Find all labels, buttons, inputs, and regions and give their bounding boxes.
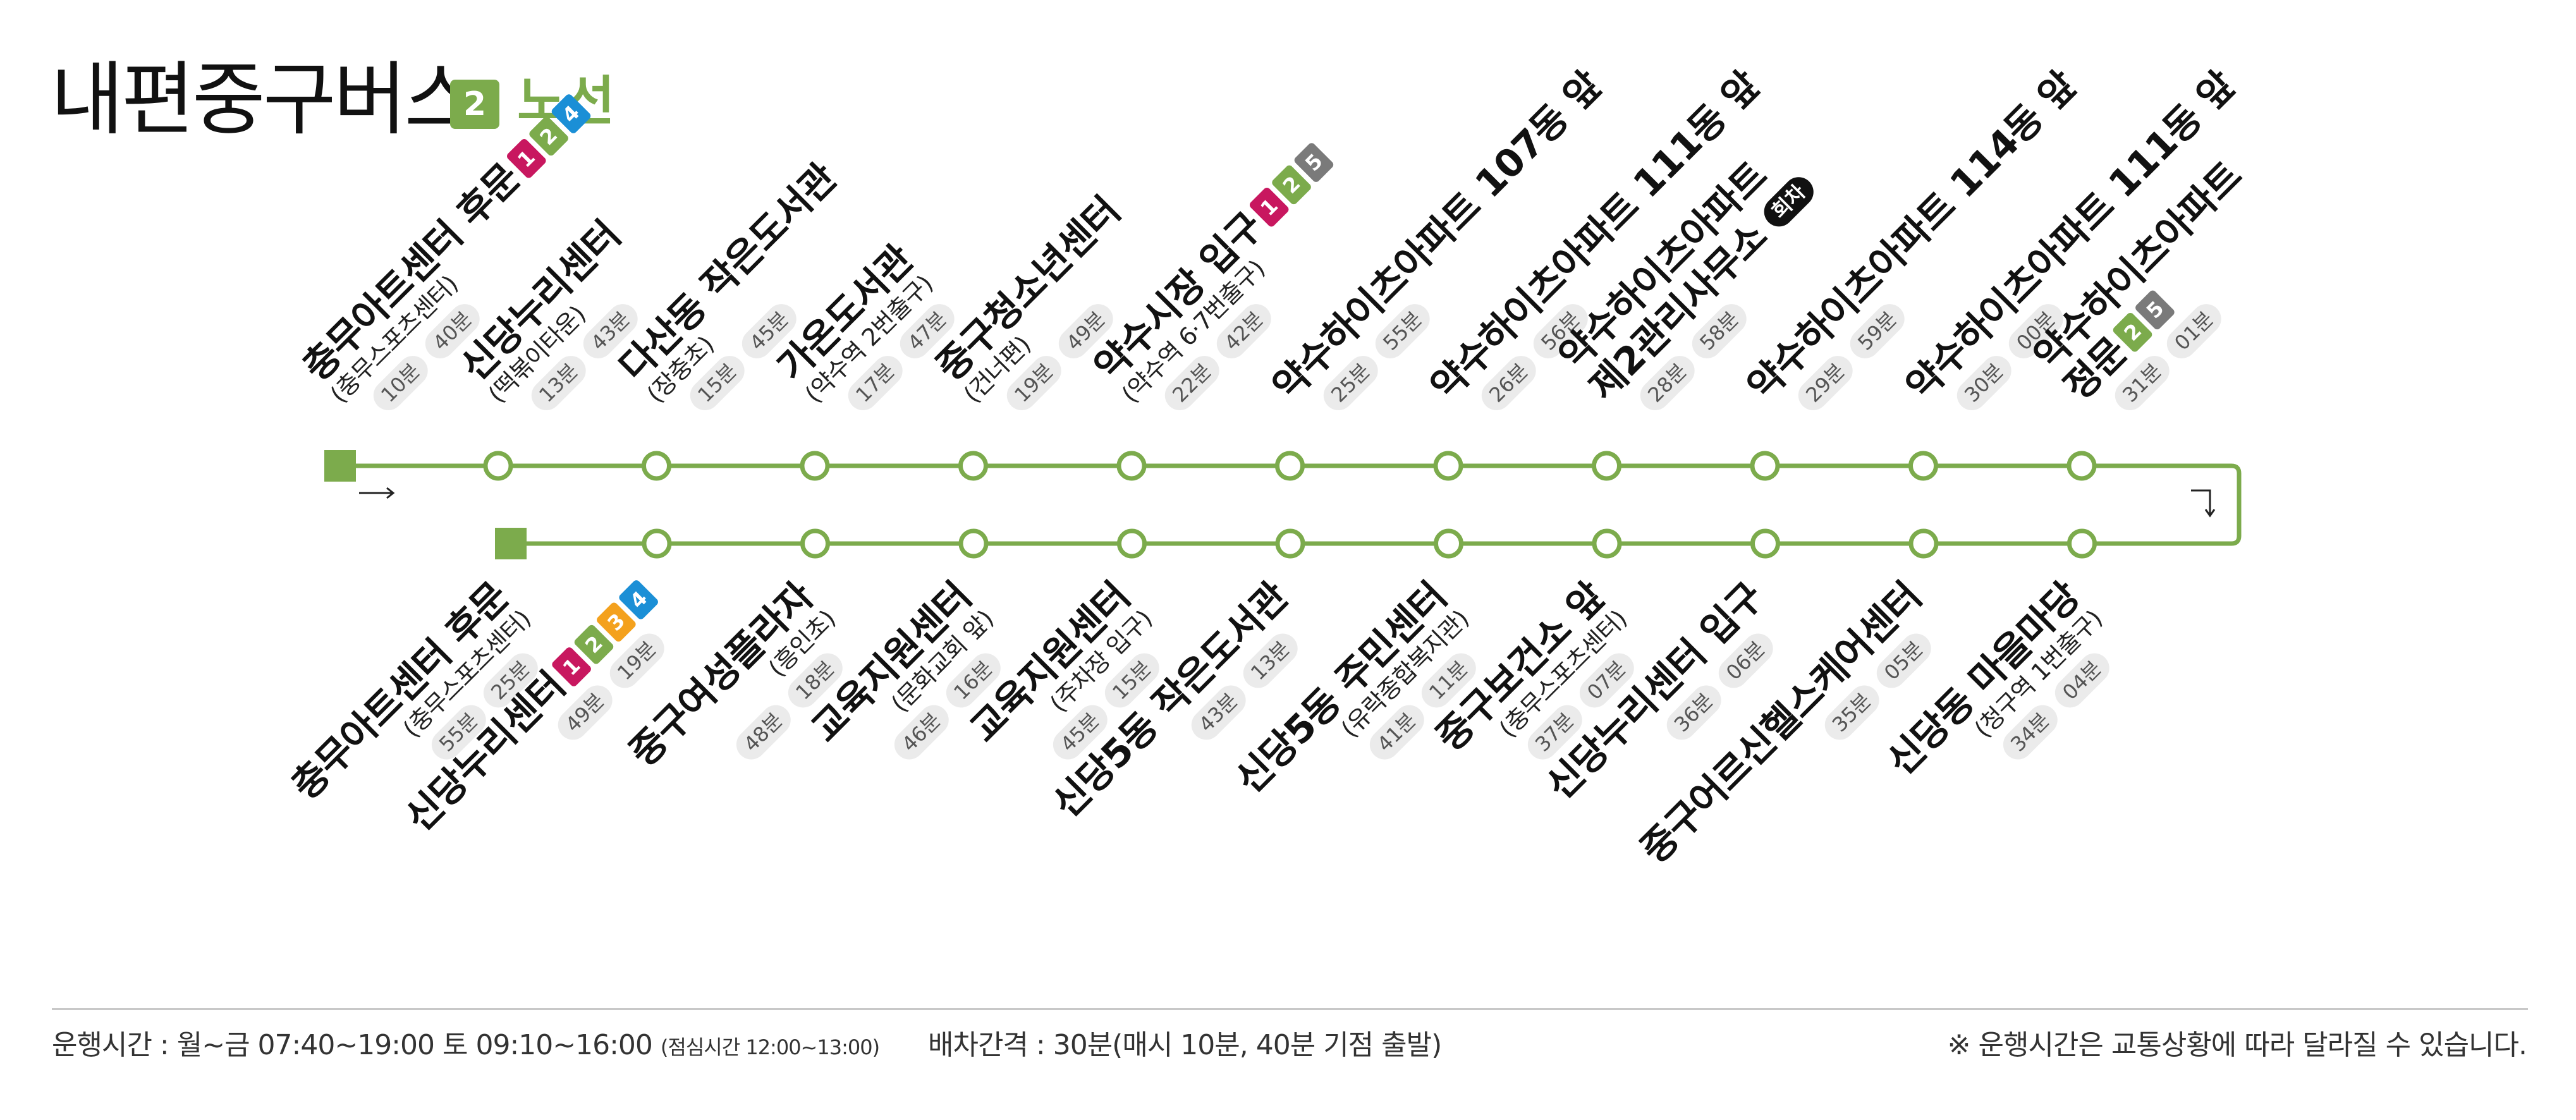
stop-marker-bottom-5 (1117, 528, 1147, 559)
operating-hours: 운행시간 : 월~금 07:40~19:00 토 09:10~16:00 (점심… (52, 1029, 880, 1062)
end-terminal-marker (495, 528, 527, 559)
stop-marker-bottom-2 (642, 528, 672, 559)
dispatch-interval: 배차간격 : 30분(매시 10분, 40분 기점 출발) (928, 1029, 1442, 1061)
stop-marker-bottom-11 (2067, 528, 2097, 559)
stop-marker-top-7 (1275, 451, 1305, 481)
operating-hours-text: 운행시간 : 월~금 07:40~19:00 토 09:10~16:00 (52, 1029, 653, 1061)
footer-divider (52, 1008, 2528, 1010)
stop-marker-bottom-3 (800, 528, 830, 559)
stop-marker-bottom-6 (1275, 528, 1305, 559)
stop-marker-top-9 (1592, 451, 1621, 481)
map-title: 내편중구버스 (51, 53, 478, 146)
stop-marker-top-12 (2066, 451, 2097, 481)
turn-arrow-icon (2191, 489, 2216, 518)
direction-arrow-icon (359, 487, 395, 499)
route-number-badge: 2 (450, 80, 499, 129)
stop-marker-bottom-9 (1750, 528, 1780, 559)
timetable-notice: ※ 운행시간은 교통상황에 따라 달라질 수 있습니다. (1947, 1029, 2527, 1061)
stop-marker-top-6 (1116, 451, 1147, 481)
stop-marker-bottom-8 (1592, 528, 1622, 559)
stop-marker-bottom-7 (1434, 528, 1463, 559)
stop-marker-bottom-4 (958, 528, 989, 559)
stop-marker-top-11 (1908, 451, 1938, 481)
stop-marker-top-3 (642, 451, 671, 481)
stop-marker-top-5 (958, 451, 988, 481)
route-line (340, 463, 2242, 546)
lunch-break-note: (점심시간 12:00~13:00) (660, 1035, 880, 1059)
start-terminal-marker (324, 450, 356, 482)
stop-marker-top-2 (483, 451, 513, 481)
stop-marker-bottom-10 (1908, 528, 1939, 559)
stop-marker-top-4 (800, 451, 830, 481)
stop-marker-top-8 (1433, 451, 1463, 481)
stop-marker-top-10 (1750, 451, 1780, 481)
